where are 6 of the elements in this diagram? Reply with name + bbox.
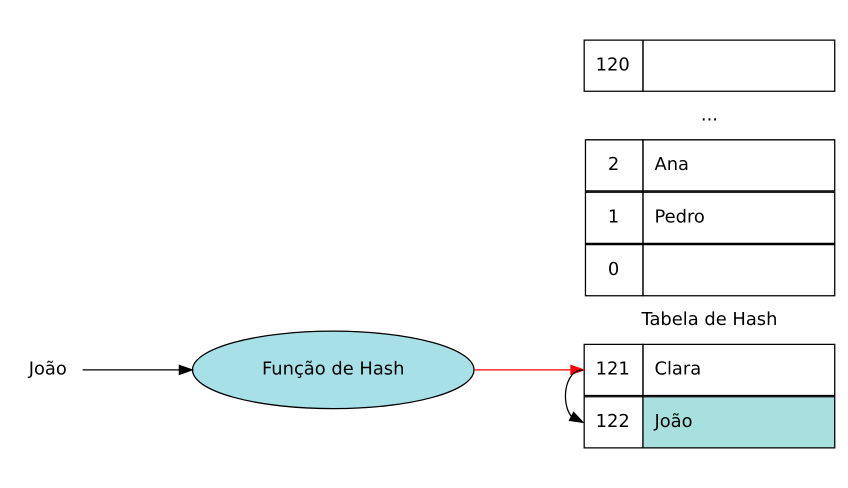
label: Tabela de Hash xyxy=(641,308,778,330)
arrow xyxy=(564,369,585,424)
label: ... xyxy=(700,104,718,126)
node-text: João xyxy=(28,358,67,380)
node-ellipse: Função de Hash xyxy=(192,330,475,410)
arrow xyxy=(82,364,194,376)
